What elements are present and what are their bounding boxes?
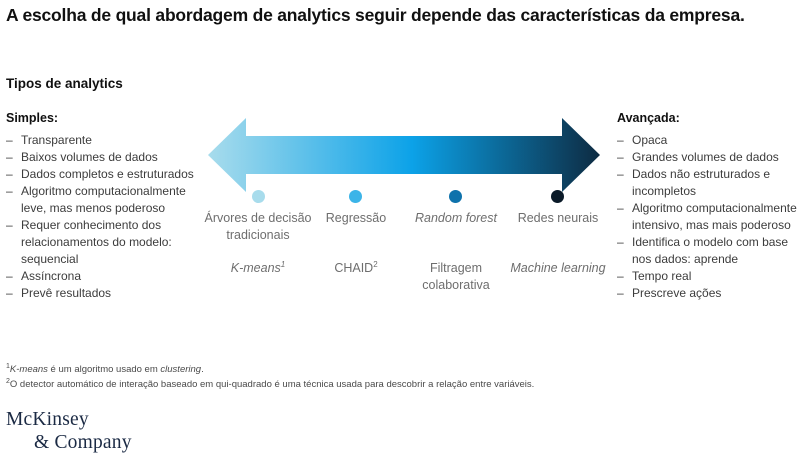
list-item-label: Dados não estruturados e incompletos [632, 166, 771, 198]
footnote-marker-1: 1 [280, 260, 286, 269]
list-item-label: Grandes volumes de dados [632, 149, 779, 164]
list-item: –Transparente [6, 132, 206, 149]
list-item-label: Tempo real [632, 269, 692, 283]
footnotes: 1K-means é um algoritmo usado em cluster… [6, 362, 786, 392]
logo-line-2: & Company [34, 432, 132, 454]
right-column-heading: Avançada: [617, 111, 680, 125]
dash-icon: – [617, 286, 624, 301]
list-item-label: Identifica o modelo com base nos dados: … [632, 234, 789, 266]
spectrum-label-row1-3: Random forest [415, 211, 497, 225]
right-column-bullet-list: –Opaca –Grandes volumes de dados –Dados … [617, 132, 802, 302]
footnote-1-mid: é um algoritmo usado em [47, 364, 161, 376]
list-item-label: Baixos volumes de dados [21, 149, 158, 164]
footnote-1-after: . [201, 364, 204, 376]
dash-icon: – [6, 149, 13, 164]
spectrum-label-row2-4: Machine learning [510, 261, 606, 275]
footnote-1-marker: 1 [6, 363, 10, 370]
list-item: –Dados completos e estruturados [6, 166, 206, 183]
list-item: –Prevê resultados [6, 285, 206, 302]
dash-icon: – [6, 286, 13, 301]
list-item: –Algoritmo computacionalmente intensivo,… [617, 200, 802, 234]
simple-analytics-column: Simples: –Transparente –Baixos volumes d… [6, 110, 206, 302]
dash-icon: – [6, 269, 13, 283]
footnote-1: 1K-means é um algoritmo usado em cluster… [6, 362, 786, 377]
dash-icon: – [6, 183, 13, 198]
footnote-marker-2: 2 [373, 260, 378, 269]
dash-icon: – [617, 166, 624, 181]
spectrum-label-row2-1-text: K-means [230, 261, 281, 276]
spectrum-label-row2-2-text: CHAID [334, 261, 374, 276]
list-item: –Algoritmo computacionalmente leve, mas … [6, 183, 206, 217]
spectrum-label-row2-3: Filtragem colaborativa [422, 261, 490, 292]
spectrum-dot-3 [449, 190, 462, 203]
list-item-label: Dados completos e estruturados [21, 166, 194, 181]
page-title: A escolha de qual abordagem de analytics… [6, 5, 745, 25]
mckinsey-logo: McKinsey & Company [6, 408, 132, 455]
dash-icon: – [617, 149, 624, 164]
spectrum-label-row1-4: Redes neurais [517, 211, 599, 225]
dash-icon: – [617, 132, 624, 147]
footnote-1-term: K-means [9, 364, 48, 376]
list-item: –Identifica o modelo com base nos dados:… [617, 234, 802, 268]
advanced-analytics-column: Avançada: –Opaca –Grandes volumes de dad… [617, 110, 802, 302]
list-item: –Tempo real [617, 268, 802, 285]
footnote-1-em: clustering [160, 364, 202, 376]
list-item: –Requer conhecimento dos relacionamentos… [6, 217, 206, 268]
dash-icon: – [6, 217, 13, 232]
list-item-label: Assíncrona [21, 269, 82, 283]
dash-icon: – [6, 166, 13, 181]
list-item-label: Prescreve ações [632, 286, 722, 301]
list-item: –Assíncrona [6, 268, 206, 285]
left-column-heading: Simples: [6, 111, 59, 125]
logo-line-1: McKinsey [6, 409, 89, 430]
list-item: –Opaca [617, 132, 802, 149]
spectrum-label-row1-2: Regressão [325, 211, 387, 225]
footnote-2: 2O detector automático de interação base… [6, 377, 786, 392]
spectrum-dot-4 [551, 190, 564, 203]
list-item-label: Requer conhecimento dos relacionamentos … [21, 217, 172, 266]
double-headed-gradient-arrow-icon [208, 118, 600, 192]
footnote-2-marker: 2 [6, 377, 10, 385]
dash-icon: – [6, 132, 13, 147]
list-item: –Grandes volumes de dados [617, 149, 802, 166]
dash-icon: – [617, 269, 624, 283]
spectrum-label-row2-2: CHAID2 [296, 260, 416, 277]
list-item: –Dados não estruturados e incompletos [617, 166, 802, 200]
spectrum-label-row1-1: Árvores de decisão tradicionais [204, 211, 312, 242]
spectrum-dot-1 [252, 190, 265, 203]
list-item: –Baixos volumes de dados [6, 149, 206, 166]
list-item-label: Algoritmo computacionalmente intensivo, … [632, 200, 797, 232]
section-label: Tipos de analytics [6, 76, 123, 91]
list-item-label: Algoritmo computacionalmente leve, mas m… [21, 183, 186, 215]
spectrum-label-row2-1: K-means1 [198, 260, 318, 277]
analytics-spectrum: Árvores de decisão tradicionais Regressã… [190, 112, 610, 302]
list-item-label: Prevê resultados [21, 286, 112, 301]
list-item-label: Opaca [632, 132, 668, 147]
dash-icon: – [617, 200, 624, 215]
list-item: –Prescreve ações [617, 285, 802, 302]
left-column-bullet-list: –Transparente –Baixos volumes de dados –… [6, 132, 206, 302]
list-item-label: Transparente [21, 132, 92, 147]
spectrum-dot-2 [349, 190, 362, 203]
dash-icon: – [617, 234, 624, 249]
footnote-2-text: O detector automático de interação basea… [9, 379, 535, 391]
